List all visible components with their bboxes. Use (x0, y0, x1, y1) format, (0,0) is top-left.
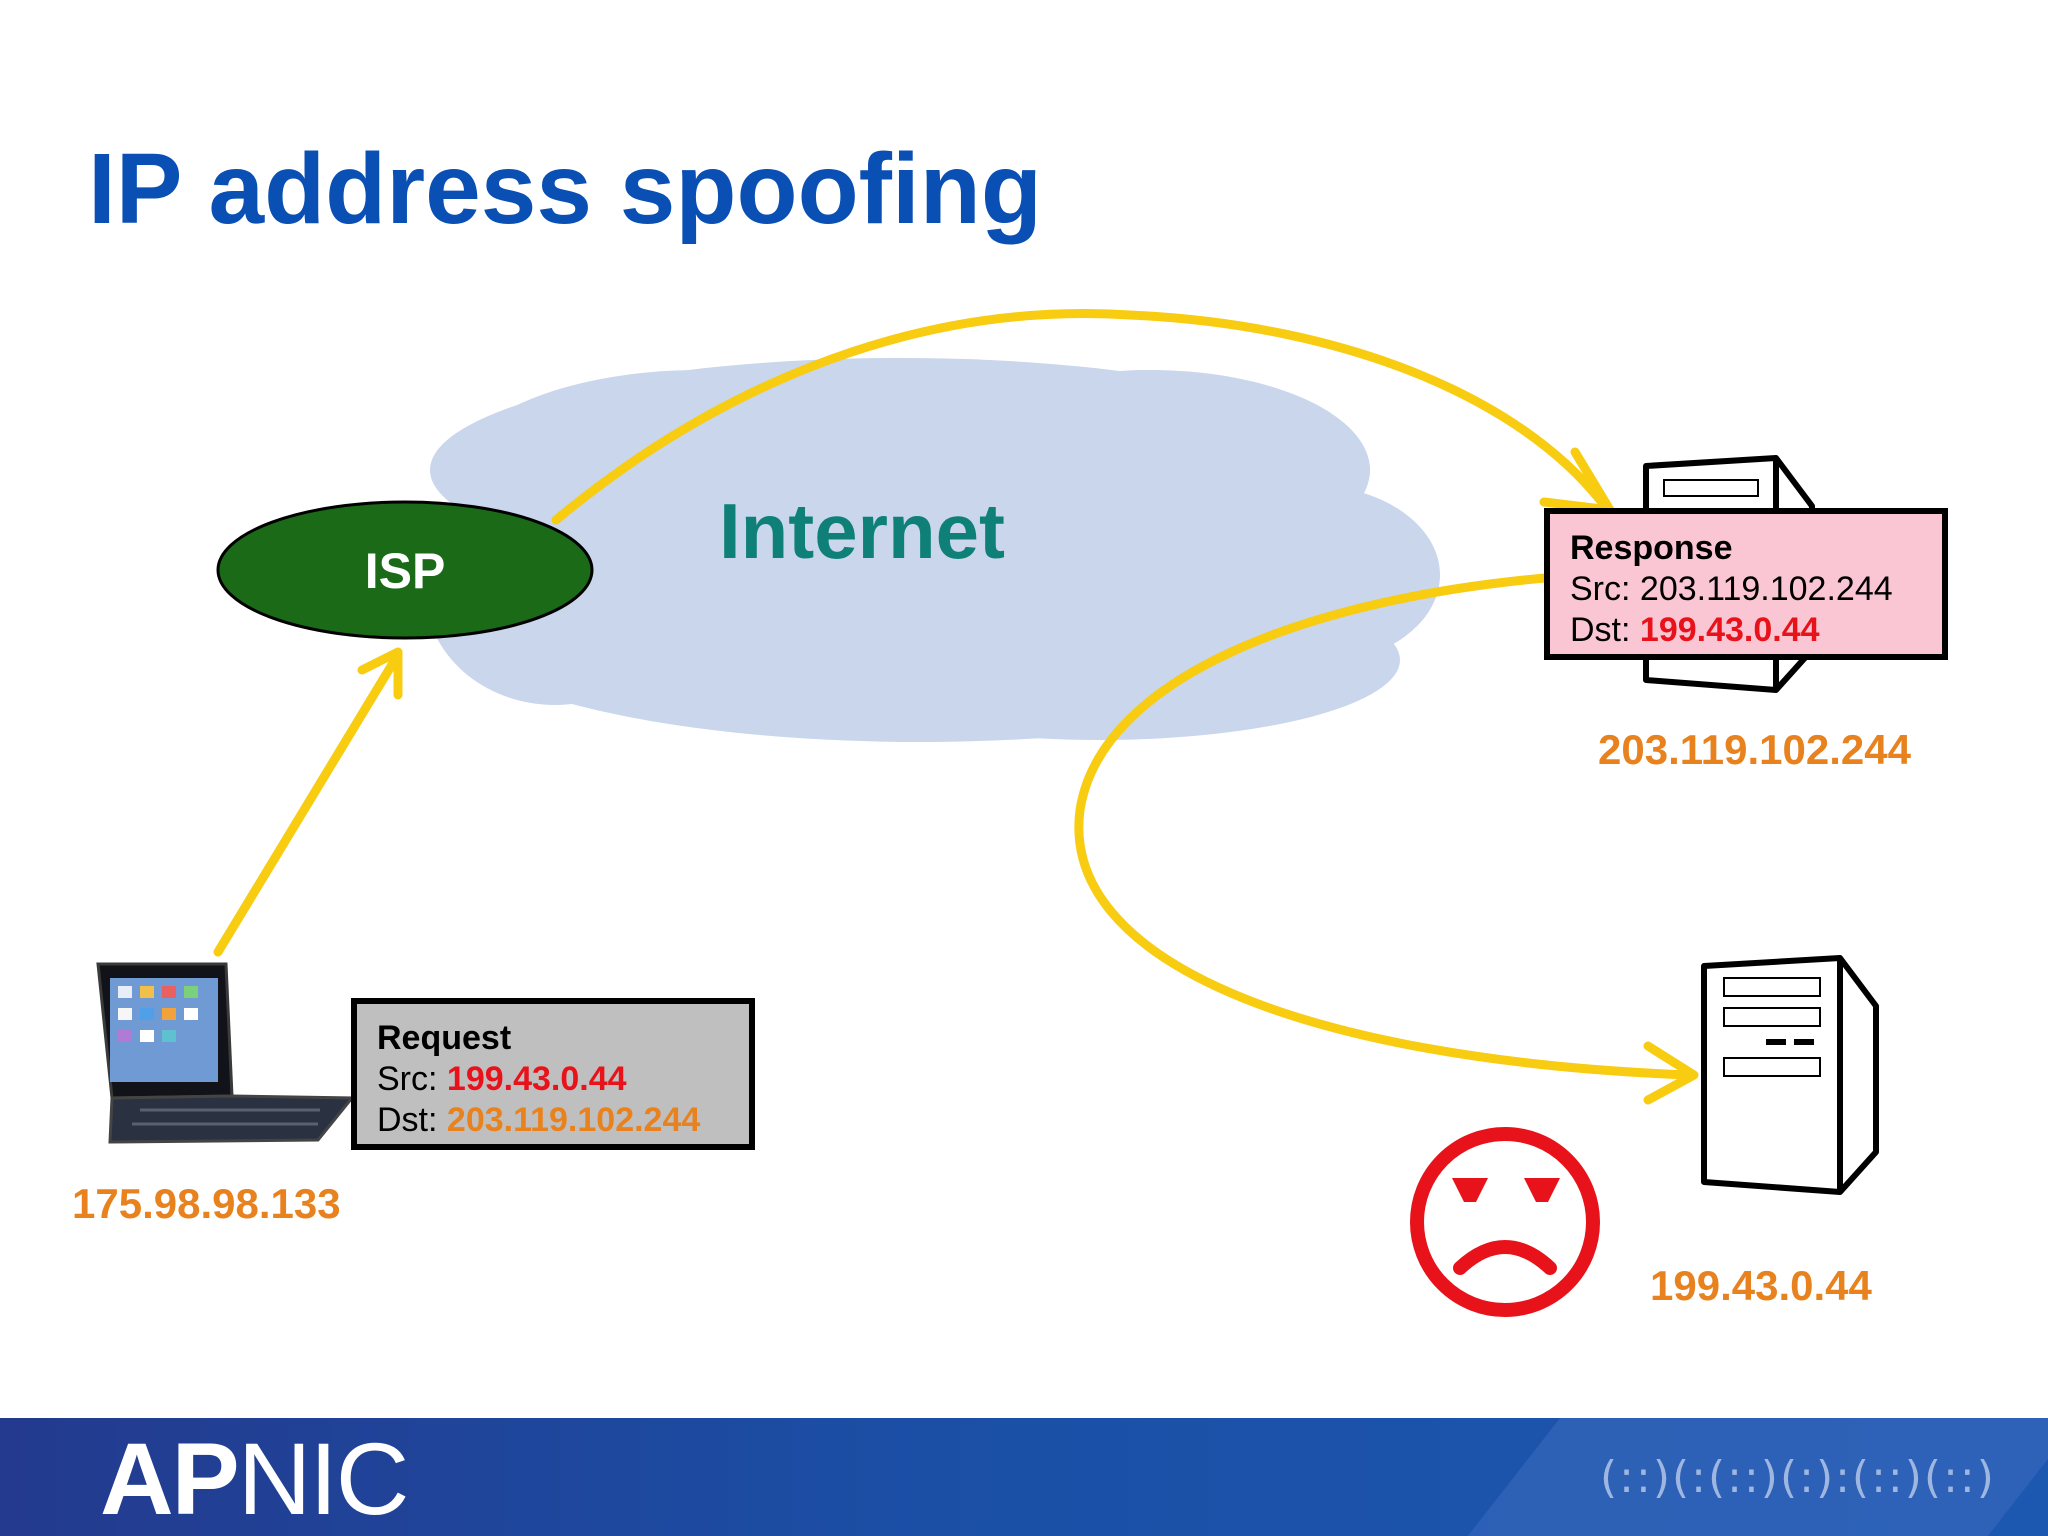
request-title: Request (377, 1019, 512, 1057)
internet-label: Internet (719, 487, 1005, 575)
arrow-server-to-victim (1074, 573, 1695, 1080)
request-src-value: 199.43.0.44 (446, 1060, 627, 1098)
arrow-isp-to-server (551, 309, 1605, 525)
tablet-keyboard-icon (96, 962, 356, 1144)
arrow-laptop-to-isp (213, 653, 401, 957)
footer-bar (0, 1418, 2048, 1536)
request-dst-value: 203.119.102.244 (446, 1101, 701, 1139)
isp-label: ISP (365, 543, 446, 599)
victim-ip-label: 199.43.0.44 (1650, 1262, 1872, 1309)
response-src-value: 203.119.102.244 (1639, 570, 1893, 608)
request-dst-row: Dst: 203.119.102.244 (377, 1100, 729, 1141)
arrow-server-to-victim-head (1643, 1041, 1699, 1105)
request-dst-label: Dst: (377, 1101, 447, 1139)
response-src-row: Src: 203.119.102.244 (1570, 569, 1922, 610)
server-ip-label: 203.119.102.244 (1598, 726, 1911, 773)
victim-server-icon (1701, 955, 1879, 1195)
response-dst-row: Dst: 199.43.0.44 (1570, 610, 1922, 651)
page-title: IP address spoofing (88, 133, 1042, 245)
isp-node (216, 500, 594, 640)
response-dst-label: Dst: (1570, 611, 1640, 649)
arrow-isp-to-server-head (1539, 447, 1615, 515)
apnic-logo: APNIC (100, 1422, 410, 1536)
response-title: Response (1570, 529, 1733, 567)
arrow-laptop-to-isp-head (357, 647, 403, 700)
response-packet: Response Src: 203.119.102.244 Dst: 199.4… (1544, 508, 1948, 660)
logo-bold: AP (100, 1422, 240, 1536)
footer-swirl-decoration: (::)(:(::)(:):(::)(::) (1600, 1452, 1996, 1503)
response-src-label: Src: (1570, 570, 1640, 608)
attacker-ip-label: 175.98.98.133 (72, 1180, 341, 1227)
sad-face-icon (1410, 1127, 1600, 1317)
request-packet: Request Src: 199.43.0.44 Dst: 203.119.10… (351, 998, 755, 1150)
request-src-row: Src: 199.43.0.44 (377, 1059, 729, 1100)
request-src-label: Src: (377, 1060, 447, 1098)
response-dst-value: 199.43.0.44 (1639, 611, 1820, 649)
logo-thin: NIC (237, 1422, 410, 1536)
